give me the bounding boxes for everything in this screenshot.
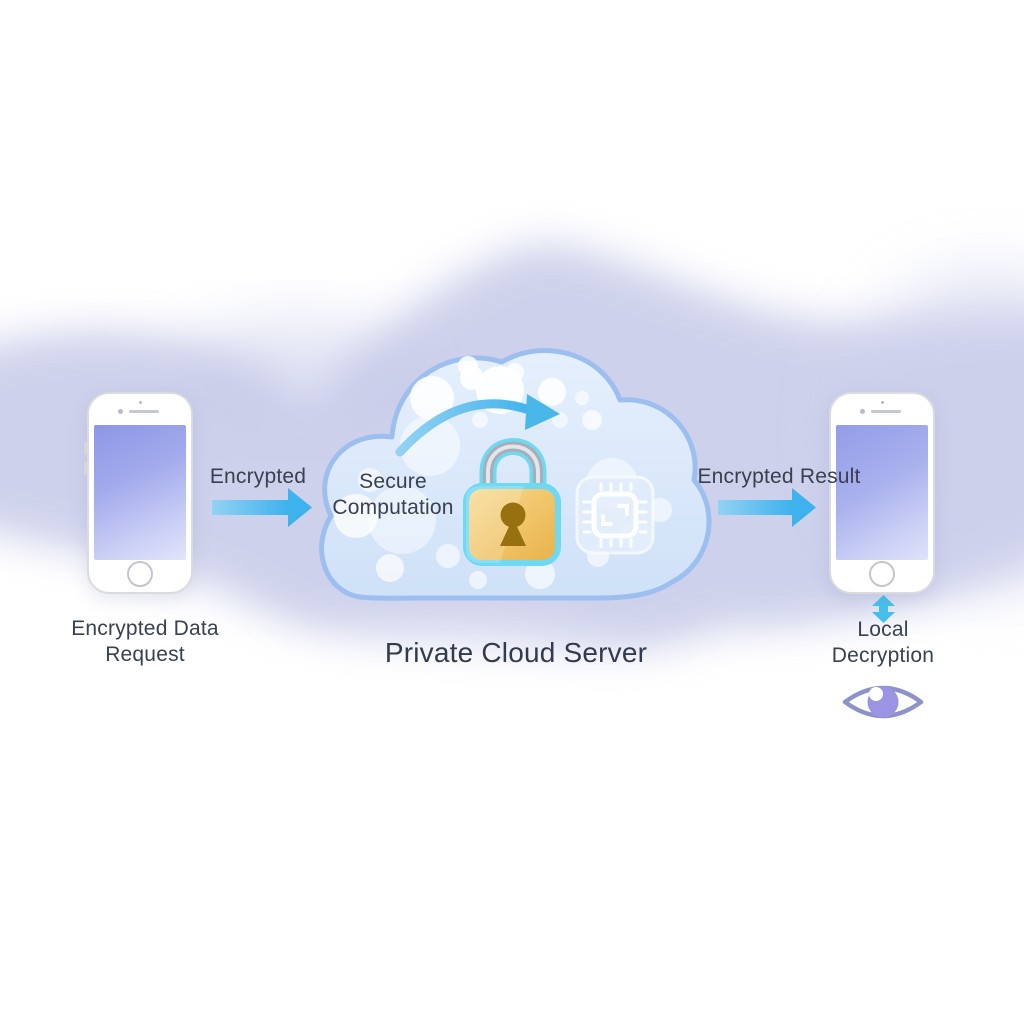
right-phone-screen	[836, 425, 928, 560]
left-phone	[84, 392, 193, 594]
left-device-label: Encrypted Data Request	[71, 617, 219, 666]
curved-process-arrow-icon	[395, 394, 560, 457]
phone-speaker-bar	[129, 410, 159, 413]
result-arrow	[718, 488, 816, 527]
vertical-double-arrow-icon	[872, 595, 895, 623]
phone-pinhole-dot	[139, 401, 142, 404]
right-device-label: Local Decryption	[831, 618, 935, 667]
phone-side-button	[84, 462, 87, 475]
cloud-title: Private Cloud Server	[384, 637, 648, 668]
left-phone-screen	[94, 425, 186, 560]
result-arrow-label: Encrypted Result	[697, 465, 861, 488]
request-arrow-label: Encrypted	[209, 465, 307, 488]
padlock-icon	[463, 438, 561, 566]
phone-side-button	[84, 442, 87, 455]
phone-camera-dot	[118, 409, 123, 414]
cloud-caption: Secure Computation	[332, 470, 454, 519]
left-phone-home-button	[127, 561, 153, 587]
right-phone	[829, 392, 935, 594]
phone-camera-dot	[860, 409, 865, 414]
phone-speaker-bar	[871, 410, 901, 413]
phone-pinhole-dot	[881, 401, 884, 404]
processor-chip-icon	[575, 475, 655, 555]
right-phone-home-button	[869, 561, 895, 587]
request-arrow	[212, 488, 312, 527]
eye-icon	[842, 685, 924, 719]
